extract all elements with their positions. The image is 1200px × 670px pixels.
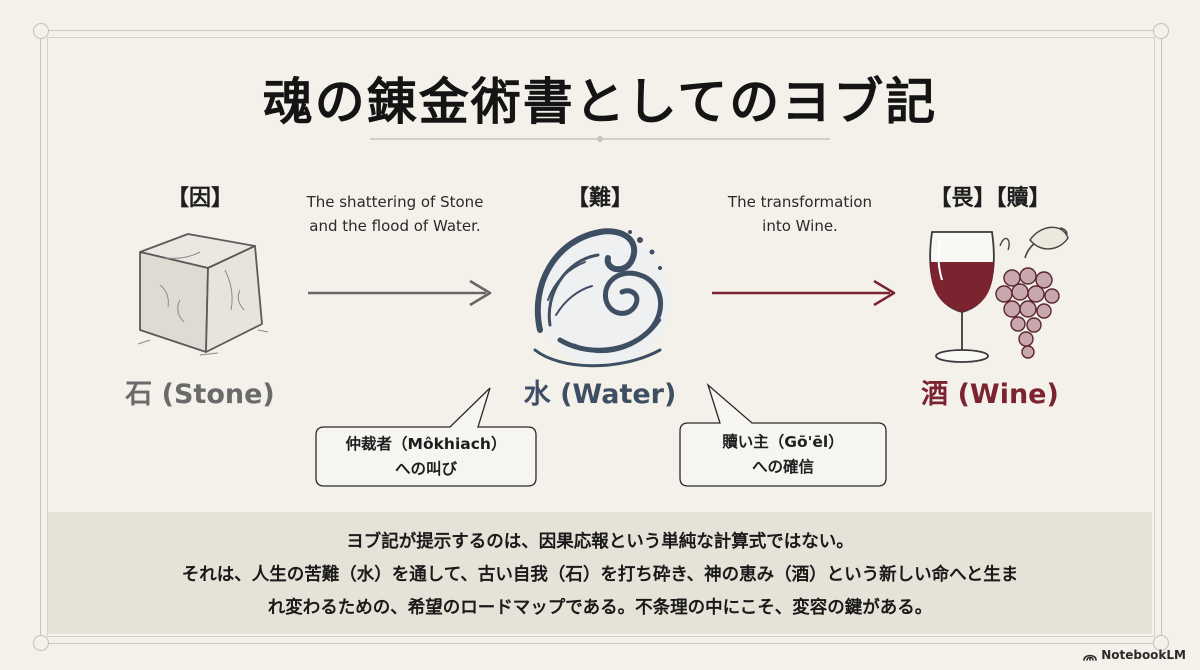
brand-watermark: NotebookLM (1083, 648, 1186, 662)
stone-cube-icon (137, 233, 269, 356)
notebooklm-logo-icon (1083, 654, 1097, 661)
wine-glass-icon (929, 231, 995, 363)
grapes-icon (995, 226, 1069, 359)
corner-ornament (1153, 635, 1169, 651)
summary-text: ヨブ記が提示するのは、因果応報という単純な計算式ではない。 それは、人生の苦難（… (181, 532, 1019, 618)
stone-label: 石 (Stone) (125, 379, 275, 410)
edge-label-water-wine: The transformation into Wine. (727, 193, 873, 235)
water-label: 水 (Water) (523, 379, 677, 410)
speech-bubble-left (315, 387, 537, 487)
water-bracket-label: 【難】 (566, 186, 633, 211)
wine-bracket-label: 【畏】【贖】 (929, 186, 1051, 211)
bubble-left-text: 仲裁者（Môkhiach） への叫び (345, 435, 507, 478)
arrow-water-to-wine (712, 279, 896, 307)
speech-bubble-right (679, 383, 887, 487)
wave-icon (533, 228, 670, 368)
wine-label: 酒 (Wine) (921, 379, 1059, 410)
bubble-right-text: 贖い主（Gō'ēl） への確信 (722, 433, 844, 476)
corner-ornament (33, 635, 49, 651)
title-divider (370, 136, 830, 142)
edge-label-stone-water: The shattering of Stone and the flood of… (306, 193, 484, 235)
inner-frame (47, 37, 1155, 637)
stone-bracket-label: 【因】 (166, 186, 233, 211)
arrow-stone-to-water (308, 279, 492, 307)
page-title: 魂の錬金術書としてのヨブ記 (262, 73, 938, 131)
corner-ornament (33, 23, 49, 39)
summary-band (48, 512, 1152, 634)
corner-ornament (1153, 23, 1169, 39)
outer-frame (40, 30, 1162, 644)
